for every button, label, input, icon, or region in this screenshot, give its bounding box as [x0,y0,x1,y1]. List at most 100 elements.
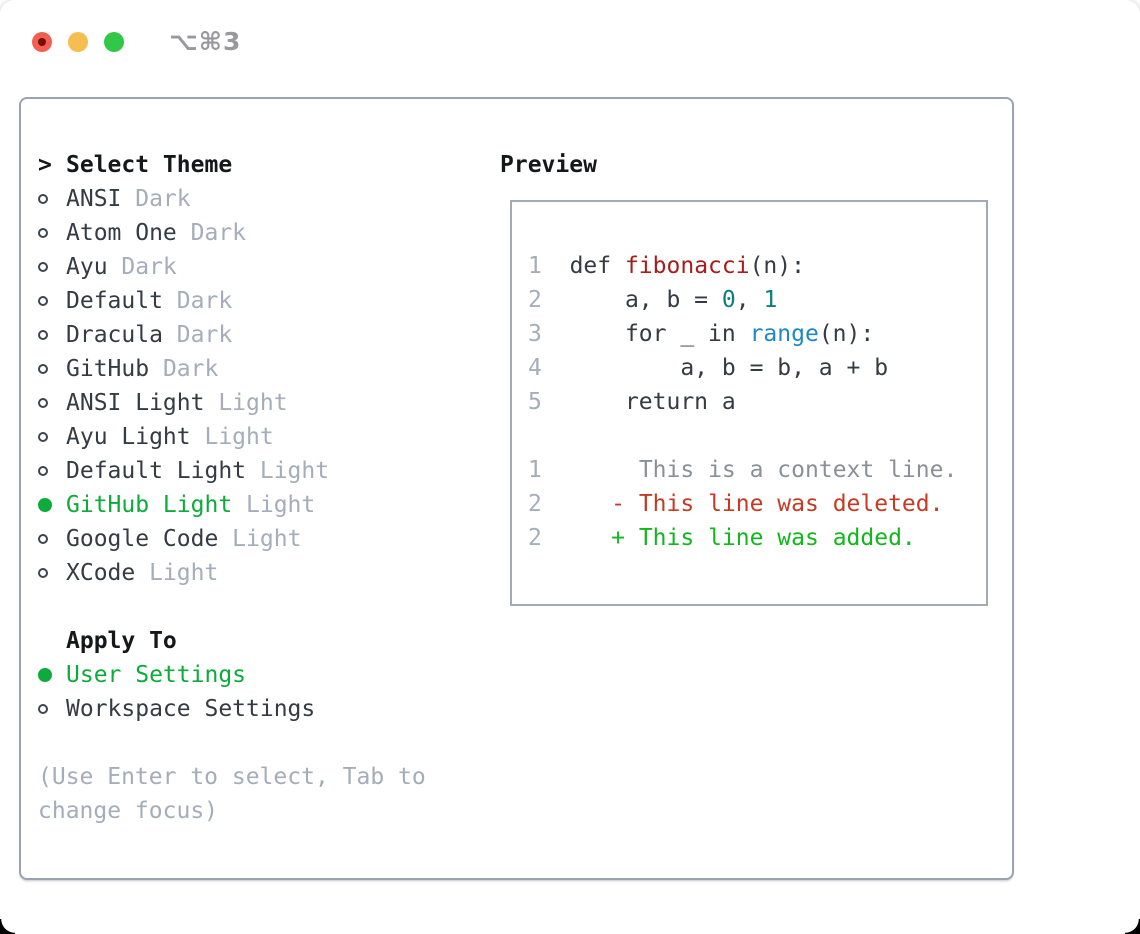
code-token: def [569,253,625,279]
code-line: 1 def fibonacci(n): [528,249,986,283]
code-token: range [749,321,819,347]
theme-variant-tag: Light [204,390,288,416]
theme-option-label: GitHub Light [66,492,233,518]
theme-variant-tag: Dark [107,254,177,280]
window-shortcut-label: ⌥⌘3 [169,27,242,56]
code-token: a, b = b, a + b [569,355,889,381]
theme-variant-tag: Light [218,526,302,552]
code-token: for _ in [569,321,750,347]
code-token: , [735,287,764,313]
select-theme-header: > Select Theme [38,148,458,182]
radio-dot [38,398,48,408]
code-token: (n): [749,253,805,279]
window-corner [0,919,15,934]
theme-option[interactable]: Google Code Light [38,522,458,556]
code-token: 0 [721,287,736,313]
radio-selected-icon [38,498,66,512]
theme-option-label: Google Code [66,526,219,552]
zoom-button[interactable] [104,31,124,52]
theme-option[interactable]: ANSI Light Light [38,386,458,420]
theme-variant-tag: Dark [149,356,219,382]
code-token: 1 [763,287,778,313]
close-button[interactable] [32,31,52,52]
theme-option[interactable]: ANSI Dark [38,182,458,216]
radio-dot [38,568,48,578]
theme-option[interactable]: Ayu Light Light [38,420,458,454]
radio-unselected-icon [38,466,66,476]
theme-option-label: GitHub [66,356,150,382]
radio-dot [38,364,48,374]
theme-option[interactable]: Default Light Light [38,454,458,488]
code-token: return a [569,389,736,415]
theme-option[interactable]: Atom One Dark [38,216,458,250]
select-theme-title: Select Theme [66,152,233,178]
radio-unselected-icon [38,704,66,714]
apply-option[interactable]: Workspace Settings [38,692,458,726]
radio-dot [38,330,48,340]
minimize-button[interactable] [68,31,88,52]
spacer [38,726,458,760]
theme-variant-tag: Dark [162,322,233,348]
code-line: 3 for _ in range(n): [528,317,986,351]
radio-selected-icon [38,668,66,682]
code-token: fibonacci [624,253,750,279]
theme-option-label: Default [66,288,163,314]
line-number: 2 [528,491,542,517]
radio-dot [38,498,52,512]
radio-unselected-icon [38,262,66,272]
prompt-caret: > [38,152,52,178]
line-number: 1 [528,457,542,483]
radio-dot [38,262,48,272]
diff-line-deleted: 2 - This line was deleted. [528,487,986,521]
apply-to-header: Apply To [38,624,458,658]
diff-line-context: 1 This is a context line. [528,453,986,487]
radio-dot [38,296,48,306]
diff-marker: - [611,491,625,517]
diff-marker: + [611,525,625,551]
preview-title: Preview [500,152,597,178]
theme-variant-tag: Dark [162,288,233,314]
radio-unselected-icon [38,432,66,442]
theme-option[interactable]: GitHub Dark [38,352,458,386]
diff-preview: 1 This is a context line.2 - This line w… [528,453,986,555]
radio-dot [38,228,48,238]
blank-line [528,419,986,453]
radio-dot [38,704,48,714]
theme-option[interactable]: XCode Light [38,556,458,590]
apply-option[interactable]: User Settings [38,658,458,692]
theme-option-label: Atom One [66,220,177,246]
theme-option[interactable]: Ayu Dark [38,250,458,284]
code-line: 5 return a [528,385,986,419]
radio-unselected-icon [38,364,66,374]
theme-option[interactable]: GitHub Light Light [38,488,458,522]
radio-unselected-icon [38,330,66,340]
close-dot-icon [38,37,46,46]
apply-option-label: User Settings [66,662,247,688]
line-number: 2 [528,525,542,551]
code-preview: 1 def fibonacci(n): 2 a, b = 0, 1 3 for _ … [528,249,986,419]
theme-variant-tag: Dark [176,220,247,246]
theme-variant-tag: Light [246,458,330,484]
code-token: a, b = [569,287,722,313]
theme-option[interactable]: Default Dark [38,284,458,318]
line-number: 2 [528,287,542,313]
theme-option-label: ANSI [66,186,122,212]
code-line: 4 a, b = b, a + b [528,351,986,385]
radio-unselected-icon [38,398,66,408]
radio-unselected-icon [38,534,66,544]
radio-unselected-icon [38,296,66,306]
line-number: 1 [528,253,542,279]
theme-option-label: Ayu Light [66,424,191,450]
theme-option[interactable]: Dracula Dark [38,318,458,352]
diff-text: This is a context line. [638,457,958,483]
radio-dot [38,466,48,476]
theme-variant-tag: Light [135,560,219,586]
theme-variant-tag: Light [232,492,316,518]
theme-option-label: ANSI Light [66,390,205,416]
theme-option-label: XCode [66,560,136,586]
diff-text: This line was added. [638,525,916,551]
titlebar: ⌥⌘3 [32,27,241,56]
